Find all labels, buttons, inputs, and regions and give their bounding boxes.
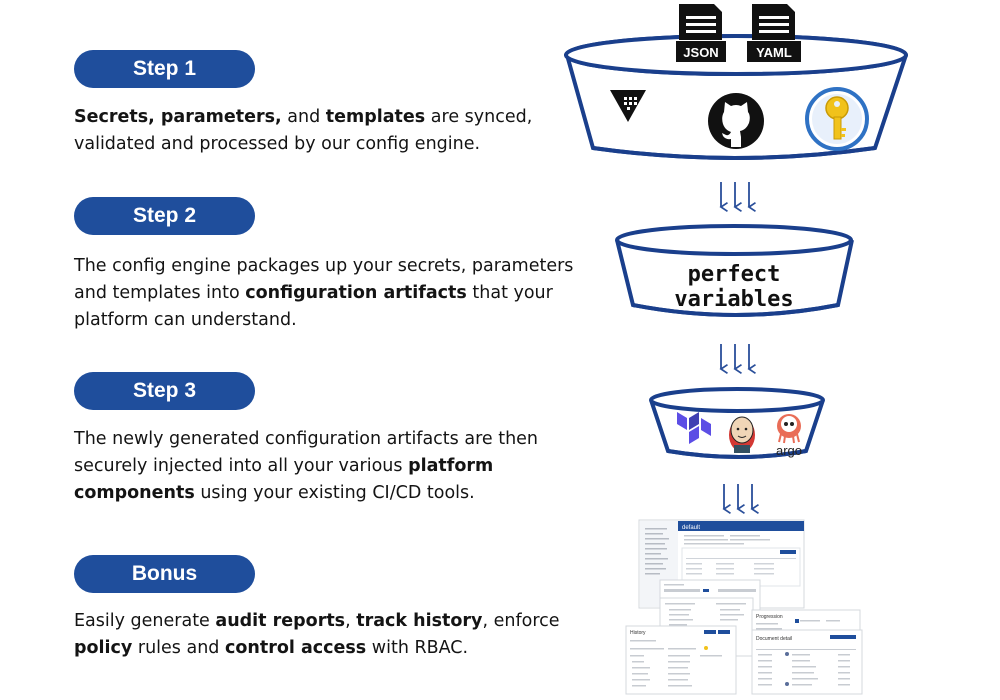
bold-text-segment: templates [325,107,426,127]
step-3-pill: Step 3 [74,372,255,410]
middle-funnel: perfect variables [615,224,854,317]
screenshot-progression-title: Progression [756,614,783,620]
bonus-description: Easily generate audit reports, track his… [74,608,574,662]
bold-text-segment: configuration artifacts [245,283,467,303]
perfect-label: perfect [688,262,781,287]
screenshot-document-title: Document detail [756,636,792,642]
text-segment: that your platform can understand. [74,283,553,330]
json-doc-icon: JSON [676,4,726,62]
top-funnel: JSON YAML [564,4,908,160]
step-2-description: The config engine packages up your secre… [74,253,574,334]
text-segment: are synced, validated and processed by o… [74,107,533,154]
arrows-2 [719,344,756,375]
text-segment: The newly generated configuration artifa… [74,429,539,476]
bold-text-segment: platform components [74,456,494,503]
yaml-label: YAML [756,45,792,60]
step-1-description: Secrets, parameters, and templates are s… [74,104,574,158]
argo-icon: argo [776,414,802,458]
bold-text-segment: policy [74,638,133,658]
screenshot-title: default [682,525,700,531]
terraform-icon [677,412,711,444]
bonus-pill: Bonus [74,555,255,593]
bottom-funnel: argo [649,387,825,459]
arrows-1 [719,182,756,213]
arrows-3 [722,484,759,515]
vault-icon [610,90,646,122]
step-2-pill: Step 2 [74,197,255,235]
key-icon [805,87,869,151]
text-segment: and [281,107,326,127]
screenshot-history-panel: History [625,625,737,695]
bold-text-segment: track history [356,611,483,631]
text-segment: Easily generate [74,611,216,631]
variables-label: variables [674,287,793,312]
screenshot-history-title: History [630,630,646,636]
text-segment: rules and [132,638,225,658]
text-segment: The config engine packages up your secre… [74,256,574,303]
bold-text-segment: audit reports [215,611,346,631]
screenshot-document-panel: Document detail [751,629,863,695]
text-segment: , [345,611,357,631]
step-3-description: The newly generated configuration artifa… [74,426,574,507]
bold-text-segment: control access [224,638,367,658]
text-segment: with RBAC. [366,638,469,658]
app-screenshots: default [625,519,863,695]
bold-text-segment: Secrets, parameters, [74,107,282,127]
text-segment: using your existing CI/CD tools. [194,483,475,503]
json-label: JSON [683,45,718,60]
step-1-pill: Step 1 [74,50,255,88]
argo-label: argo [776,443,802,458]
jenkins-icon [729,416,755,453]
yaml-doc-icon: YAML [747,4,801,62]
text-segment: , enforce [482,611,560,631]
github-icon [708,93,764,149]
